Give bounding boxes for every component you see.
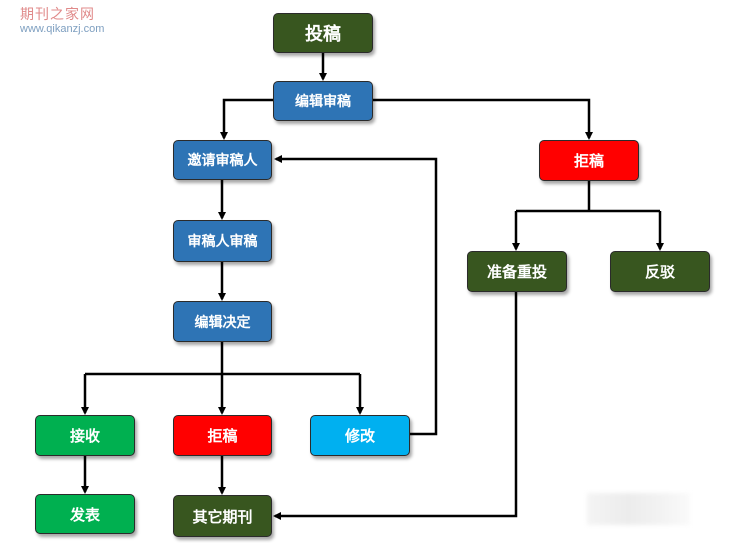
node-revise: 修改 [310, 415, 410, 456]
node-appeal: 反驳 [610, 251, 710, 292]
node-publish: 发表 [35, 494, 135, 534]
node-resubmit: 准备重投 [467, 251, 567, 292]
watermark-url: www.qikanzj.com [20, 23, 105, 36]
node-submit: 投稿 [273, 13, 373, 53]
node-editor-decision: 编辑决定 [173, 301, 272, 342]
connector-editor-review-to-invite [220, 98, 273, 140]
watermark: 期刊之家网 www.qikanzj.com [20, 7, 105, 36]
blurred-watermark-patch [587, 493, 690, 525]
node-desk-reject: 拒稿 [539, 140, 639, 181]
node-reject: 拒稿 [173, 415, 272, 456]
connector-editor-review-to-desk-reject [373, 98, 593, 140]
connector-revise-to-invite [274, 155, 438, 436]
node-invite-reviewer: 邀请审稿人 [173, 140, 272, 180]
node-other-journal: 其它期刊 [173, 495, 272, 537]
connector-resubmit-to-other [273, 292, 518, 520]
node-reviewer-review: 审稿人审稿 [173, 220, 272, 262]
watermark-site-name: 期刊之家网 [20, 7, 95, 23]
node-accept: 接收 [35, 415, 135, 456]
node-editor-review: 编辑审稿 [273, 81, 373, 121]
